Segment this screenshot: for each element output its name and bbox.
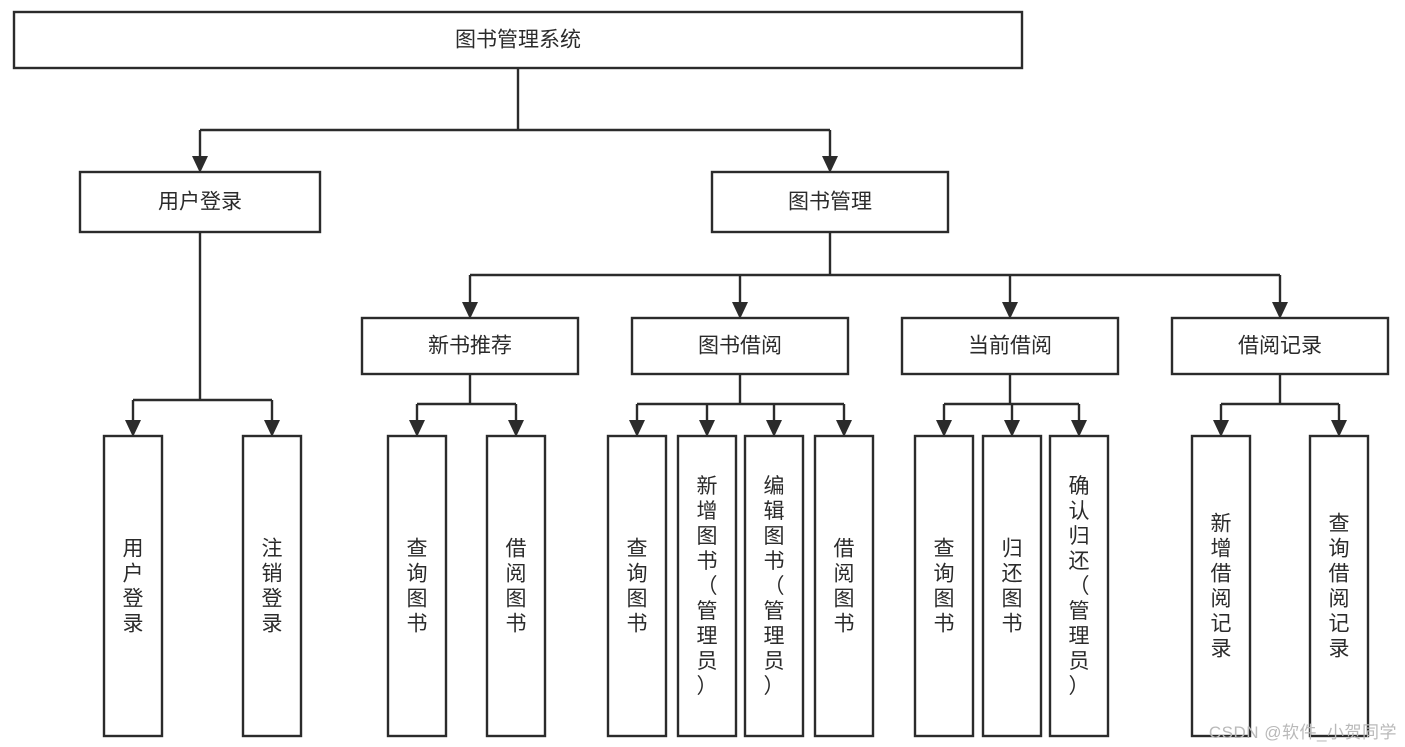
node-label: 图书借阅 [698, 335, 782, 358]
node-borrow-record[interactable]: 借阅记录 [1170, 316, 1390, 376]
node-box[interactable] [241, 434, 303, 738]
connector-group-book_manage [462, 232, 1288, 319]
node-label: 查询图书 [934, 537, 955, 635]
node-box[interactable] [102, 434, 164, 738]
node-box[interactable] [1190, 434, 1252, 738]
node-root[interactable]: 图书管理系统 [12, 10, 1024, 70]
arrow-head-icon [1331, 420, 1347, 437]
node-leaf-confirm-return[interactable]: 确认归还（管理员） [1048, 434, 1110, 738]
node-label: 归还图书 [1002, 537, 1023, 635]
node-box[interactable] [981, 434, 1043, 738]
node-user-login[interactable]: 用户登录 [78, 170, 322, 234]
node-box[interactable] [1048, 434, 1110, 738]
arrow-head-icon [192, 156, 208, 173]
arrow-head-icon [125, 420, 141, 437]
arrow-head-icon [1071, 420, 1087, 437]
node-box[interactable] [485, 434, 547, 738]
arrow-head-icon [1004, 420, 1020, 437]
arrow-head-icon [836, 420, 852, 437]
node-label: 确认归还（管理员） [1069, 475, 1090, 698]
connector-group-current_borrow [936, 374, 1087, 437]
arrow-head-icon [629, 420, 645, 437]
arrow-head-icon [699, 420, 715, 437]
node-leaf-query-book-c[interactable]: 查询图书 [913, 434, 975, 738]
node-leaf-add-record[interactable]: 新增借阅记录 [1190, 434, 1252, 738]
node-book-manage[interactable]: 图书管理 [710, 170, 950, 234]
node-label: 用户登录 [158, 191, 242, 214]
node-box[interactable] [606, 434, 668, 738]
node-label: 查询借阅记录 [1329, 512, 1350, 660]
node-label: 图书管理 [788, 191, 872, 214]
node-book-borrow[interactable]: 图书借阅 [630, 316, 850, 376]
arrow-head-icon [766, 420, 782, 437]
node-label: 借阅图书 [506, 537, 527, 635]
node-box[interactable] [12, 10, 1024, 70]
node-leaf-add-book[interactable]: 新增图书（管理员） [676, 434, 738, 738]
node-leaf-borrow-book-b[interactable]: 借阅图书 [813, 434, 875, 738]
node-new-book-rec[interactable]: 新书推荐 [360, 316, 580, 376]
node-layer: 图书管理系统用户登录图书管理新书推荐图书借阅当前借阅借阅记录用户登录注销登录查询… [12, 10, 1390, 738]
node-box[interactable] [743, 434, 805, 738]
node-label: 图书管理系统 [455, 29, 581, 52]
node-label: 用户登录 [123, 537, 144, 635]
connector-group-root [192, 68, 838, 173]
node-box[interactable] [676, 434, 738, 738]
node-label: 新书推荐 [428, 335, 512, 358]
node-label: 查询图书 [407, 537, 428, 635]
node-box[interactable] [813, 434, 875, 738]
arrow-head-icon [462, 302, 478, 319]
connector-group-book_borrow [629, 374, 852, 437]
node-label: 注销登录 [262, 537, 283, 635]
arrow-head-icon [936, 420, 952, 437]
node-box[interactable] [630, 316, 850, 376]
node-box[interactable] [1170, 316, 1390, 376]
node-box[interactable] [913, 434, 975, 738]
node-leaf-query-book-b[interactable]: 查询图书 [606, 434, 668, 738]
node-label: 编辑图书（管理员） [764, 475, 785, 698]
connector-group-new_book_rec [409, 374, 524, 437]
arrow-head-icon [264, 420, 280, 437]
arrow-head-icon [409, 420, 425, 437]
node-current-borrow[interactable]: 当前借阅 [900, 316, 1120, 376]
node-label: 借阅记录 [1238, 335, 1322, 358]
node-box[interactable] [900, 316, 1120, 376]
arrow-head-icon [822, 156, 838, 173]
node-leaf-edit-book[interactable]: 编辑图书（管理员） [743, 434, 805, 738]
connector-layer [125, 68, 1347, 437]
node-label: 当前借阅 [968, 335, 1052, 358]
node-leaf-query-book-a[interactable]: 查询图书 [386, 434, 448, 738]
node-leaf-borrow-book-a[interactable]: 借阅图书 [485, 434, 547, 738]
node-box[interactable] [1308, 434, 1370, 738]
node-leaf-user-login[interactable]: 用户登录 [102, 434, 164, 738]
node-leaf-query-record[interactable]: 查询借阅记录 [1308, 434, 1370, 738]
node-box[interactable] [360, 316, 580, 376]
node-label: 查询图书 [627, 537, 648, 635]
arrow-head-icon [508, 420, 524, 437]
node-leaf-logout[interactable]: 注销登录 [241, 434, 303, 738]
node-box[interactable] [78, 170, 322, 234]
arrow-head-icon [1213, 420, 1229, 437]
node-label: 新增图书（管理员） [697, 475, 718, 698]
arrow-head-icon [1272, 302, 1288, 319]
node-box[interactable] [386, 434, 448, 738]
connector-group-user_login [125, 232, 280, 437]
connector-group-borrow_record [1213, 374, 1347, 437]
node-label: 新增借阅记录 [1211, 512, 1232, 660]
node-leaf-return-book[interactable]: 归还图书 [981, 434, 1043, 738]
arrow-head-icon [1002, 302, 1018, 319]
node-box[interactable] [710, 170, 950, 234]
arrow-head-icon [732, 302, 748, 319]
node-label: 借阅图书 [834, 537, 855, 635]
